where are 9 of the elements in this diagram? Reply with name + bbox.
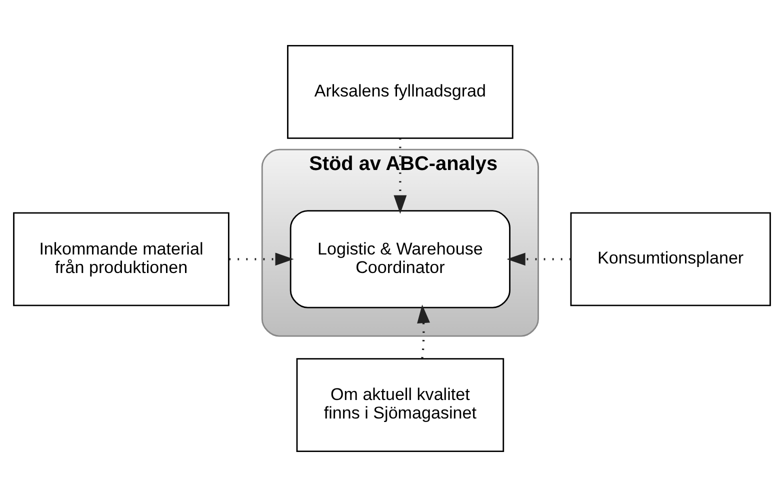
node-box: Konsumtionsplaner xyxy=(570,212,771,306)
node-box: Logistic & Warehouse Coordinator xyxy=(290,210,510,308)
arrow xyxy=(506,252,571,266)
node-box: Arksalens fyllnadsgrad xyxy=(287,44,514,139)
node-box: Inkommande material från produktionen xyxy=(13,212,230,306)
arrow xyxy=(394,138,407,214)
arrow xyxy=(417,304,430,358)
node-box: Om aktuell kvalitet finns i Sjömagasinet xyxy=(296,358,504,452)
arrow xyxy=(229,252,294,266)
